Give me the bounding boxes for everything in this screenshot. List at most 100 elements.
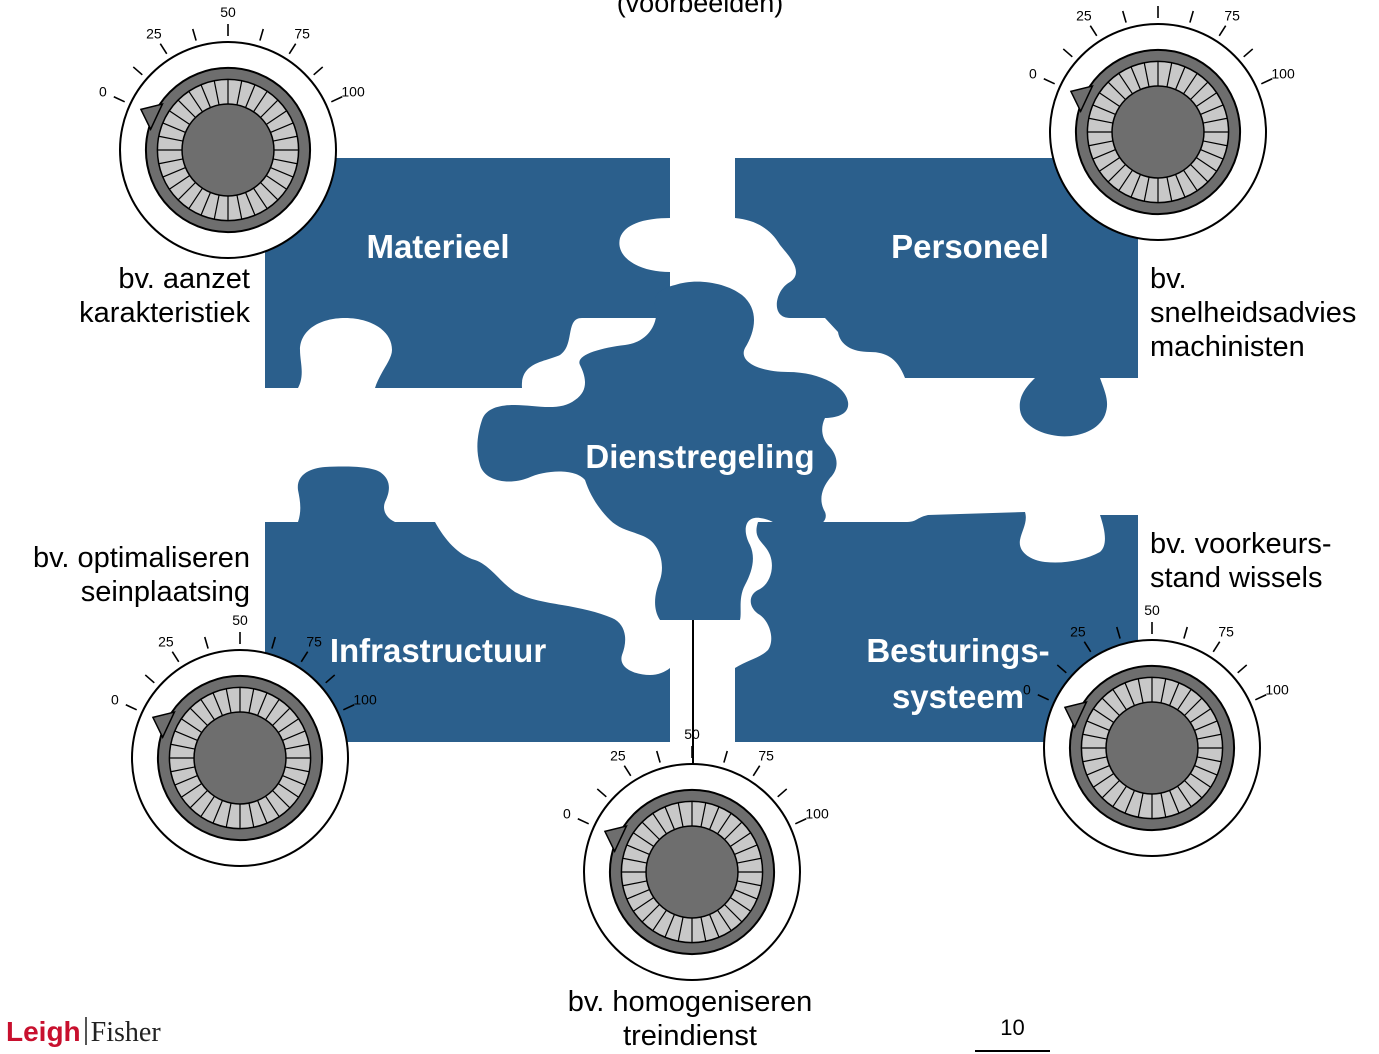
puzzle-piece-besturingssysteem	[735, 512, 1138, 742]
puzzle-piece-personeel	[735, 158, 1138, 437]
dial-grip-line	[1086, 765, 1110, 776]
dial-grip-line	[1169, 682, 1180, 706]
dial-grip-line	[1101, 697, 1120, 716]
dial-grip-line	[200, 795, 215, 818]
dial-scale-label: 0	[99, 84, 107, 100]
dial-grip-line	[1092, 149, 1116, 160]
dial-grip-line	[1130, 174, 1141, 198]
dial-grip-line	[236, 194, 243, 220]
dial-grip-line	[1124, 790, 1135, 814]
dial-grip-line	[734, 844, 758, 855]
dial-grip-line	[1143, 176, 1150, 202]
dial-tick	[288, 43, 297, 55]
dial-grip-line	[245, 192, 256, 216]
dial-grip-line	[1137, 678, 1144, 704]
dial-grip-line	[1118, 72, 1133, 95]
dial-tick	[1083, 641, 1092, 653]
dial-grip-line	[272, 158, 298, 165]
dial-grip-line	[1098, 92, 1121, 107]
dial-grip-line	[1112, 785, 1127, 808]
dial-grip-line	[265, 175, 288, 190]
dial-scale-label: 75	[758, 748, 774, 764]
dial-grip-line	[257, 692, 268, 716]
dial-tick	[171, 651, 180, 663]
puzzle-piece-materieel	[265, 158, 670, 388]
dial-grip-line	[1166, 176, 1173, 202]
dial-scale-label: 50	[220, 4, 236, 20]
dial-grip-line	[1194, 765, 1218, 776]
dial-grip-line	[270, 167, 294, 178]
dial-tick	[1260, 78, 1273, 85]
label-materieel: Materieel	[366, 228, 509, 265]
dial-grip-line	[1190, 164, 1209, 183]
dial-grip-line	[622, 880, 648, 887]
dial-grip-line	[1189, 708, 1212, 723]
dial-grip-line	[1101, 780, 1120, 799]
dial-grip-line	[677, 916, 684, 942]
dial-grip-line	[257, 800, 268, 824]
dial-grip-line	[632, 832, 655, 847]
dial-grip-line	[282, 775, 306, 786]
label-besturing-line2: systeem	[892, 678, 1024, 715]
dial-grip-line	[1082, 733, 1108, 740]
caption-infrastructuur: bv. optimaliseren seinplaatsing	[32, 542, 250, 608]
dial-pointer	[1063, 700, 1088, 730]
dial-scale-label: 100	[341, 84, 365, 100]
dial-scale-label: 75	[306, 634, 322, 650]
dial-grip-line	[1143, 62, 1150, 88]
dial-grip-line	[248, 688, 255, 714]
dial-tick	[300, 651, 309, 663]
dial-grip-line	[180, 718, 203, 733]
dial-grip-line	[162, 122, 186, 133]
dial-tick	[330, 96, 343, 103]
subtitle: (voorbeelden)	[616, 0, 784, 18]
dial-grip-line	[736, 880, 762, 887]
dial-pointer	[603, 824, 628, 854]
dial-grip-line	[236, 80, 243, 106]
dial-tick	[132, 66, 143, 76]
puzzle-piece-dienstregeling	[477, 281, 849, 620]
dial-tick	[596, 788, 607, 798]
dial-tick	[1212, 641, 1221, 653]
dial-grip-line	[1177, 688, 1192, 711]
dial-grip-line	[284, 766, 310, 773]
dial-grip-line	[632, 897, 655, 912]
dial-scale-label: 50	[1144, 602, 1160, 618]
dial-grip-line	[1088, 117, 1114, 124]
dial-tick	[1043, 78, 1056, 85]
dial-grip-line	[1112, 688, 1127, 711]
dial-tick	[1037, 694, 1050, 701]
dial-grip-line	[162, 167, 186, 178]
puzzle-piece-infrastructuur	[265, 466, 670, 742]
dial-grip-line	[213, 80, 220, 106]
dial-grip-line	[724, 904, 743, 923]
dial-grip-line	[1160, 678, 1167, 704]
dial-grip-line	[709, 806, 720, 830]
dial-grip-line	[200, 698, 215, 721]
dial-center	[193, 711, 287, 805]
dial-grip-line	[1169, 790, 1180, 814]
dial-scale-label: 100	[805, 806, 829, 822]
dial-scale-label: 25	[158, 634, 174, 650]
dial-grip-line	[1092, 773, 1115, 788]
dial-grip-line	[736, 857, 762, 864]
dial-tick	[1237, 664, 1248, 674]
dial-grip-line	[1194, 720, 1218, 731]
dial-tick	[325, 674, 336, 684]
dial-grip-line	[282, 730, 306, 741]
dial-grip-line	[177, 99, 196, 118]
dial-grip-line	[1196, 733, 1222, 740]
dial-grip-line	[1202, 117, 1228, 124]
dial-scale-label: 25	[146, 26, 162, 42]
dial-grip-line	[168, 110, 191, 125]
dial-grip-line	[270, 122, 294, 133]
dial-grip-line	[1107, 81, 1126, 100]
dial-scale-label: 25	[1070, 624, 1086, 640]
dial-tick	[259, 28, 265, 41]
dial-grip-line	[1082, 756, 1108, 763]
dial-grip-line	[158, 158, 184, 165]
dial-scale-label: 50	[684, 726, 700, 742]
dial-tick	[113, 96, 126, 103]
dial-grip-line	[622, 857, 648, 864]
dial-grip-line	[158, 135, 184, 142]
